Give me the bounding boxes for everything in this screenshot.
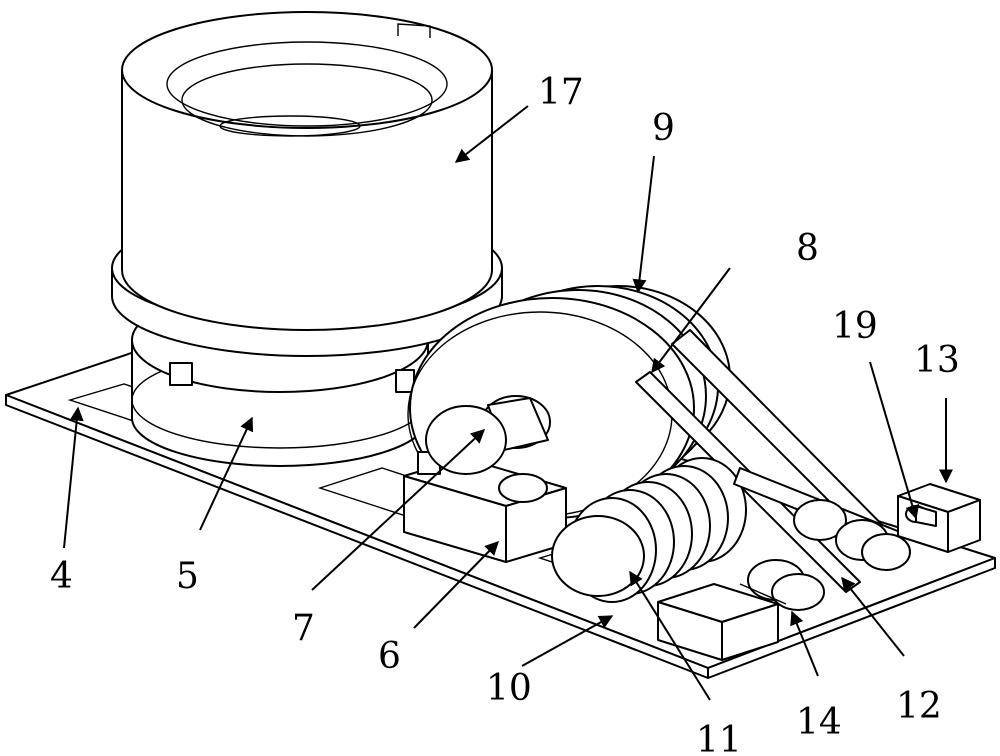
cam [425, 395, 551, 503]
bucket-assembly [111, 11, 503, 467]
reference-numerals: 4 5 7 6 10 11 14 12 17 9 8 19 13 [50, 72, 960, 756]
leader-lines [63, 105, 953, 701]
large-pulley [407, 285, 731, 519]
label-7: 7 [292, 608, 315, 649]
label-11: 11 [696, 720, 742, 756]
label-6: 6 [378, 636, 401, 677]
label-9: 9 [652, 108, 675, 149]
label-8: 8 [796, 228, 819, 269]
label-12: 12 [896, 686, 942, 727]
label-19: 19 [832, 306, 878, 347]
label-14: 14 [796, 702, 842, 743]
label-17: 17 [538, 72, 584, 113]
label-5: 5 [176, 556, 199, 597]
front-block [657, 583, 779, 661]
drive-shaft [733, 467, 911, 611]
label-10: 10 [486, 668, 532, 709]
label-13: 13 [914, 340, 960, 381]
label-4: 4 [50, 556, 73, 597]
